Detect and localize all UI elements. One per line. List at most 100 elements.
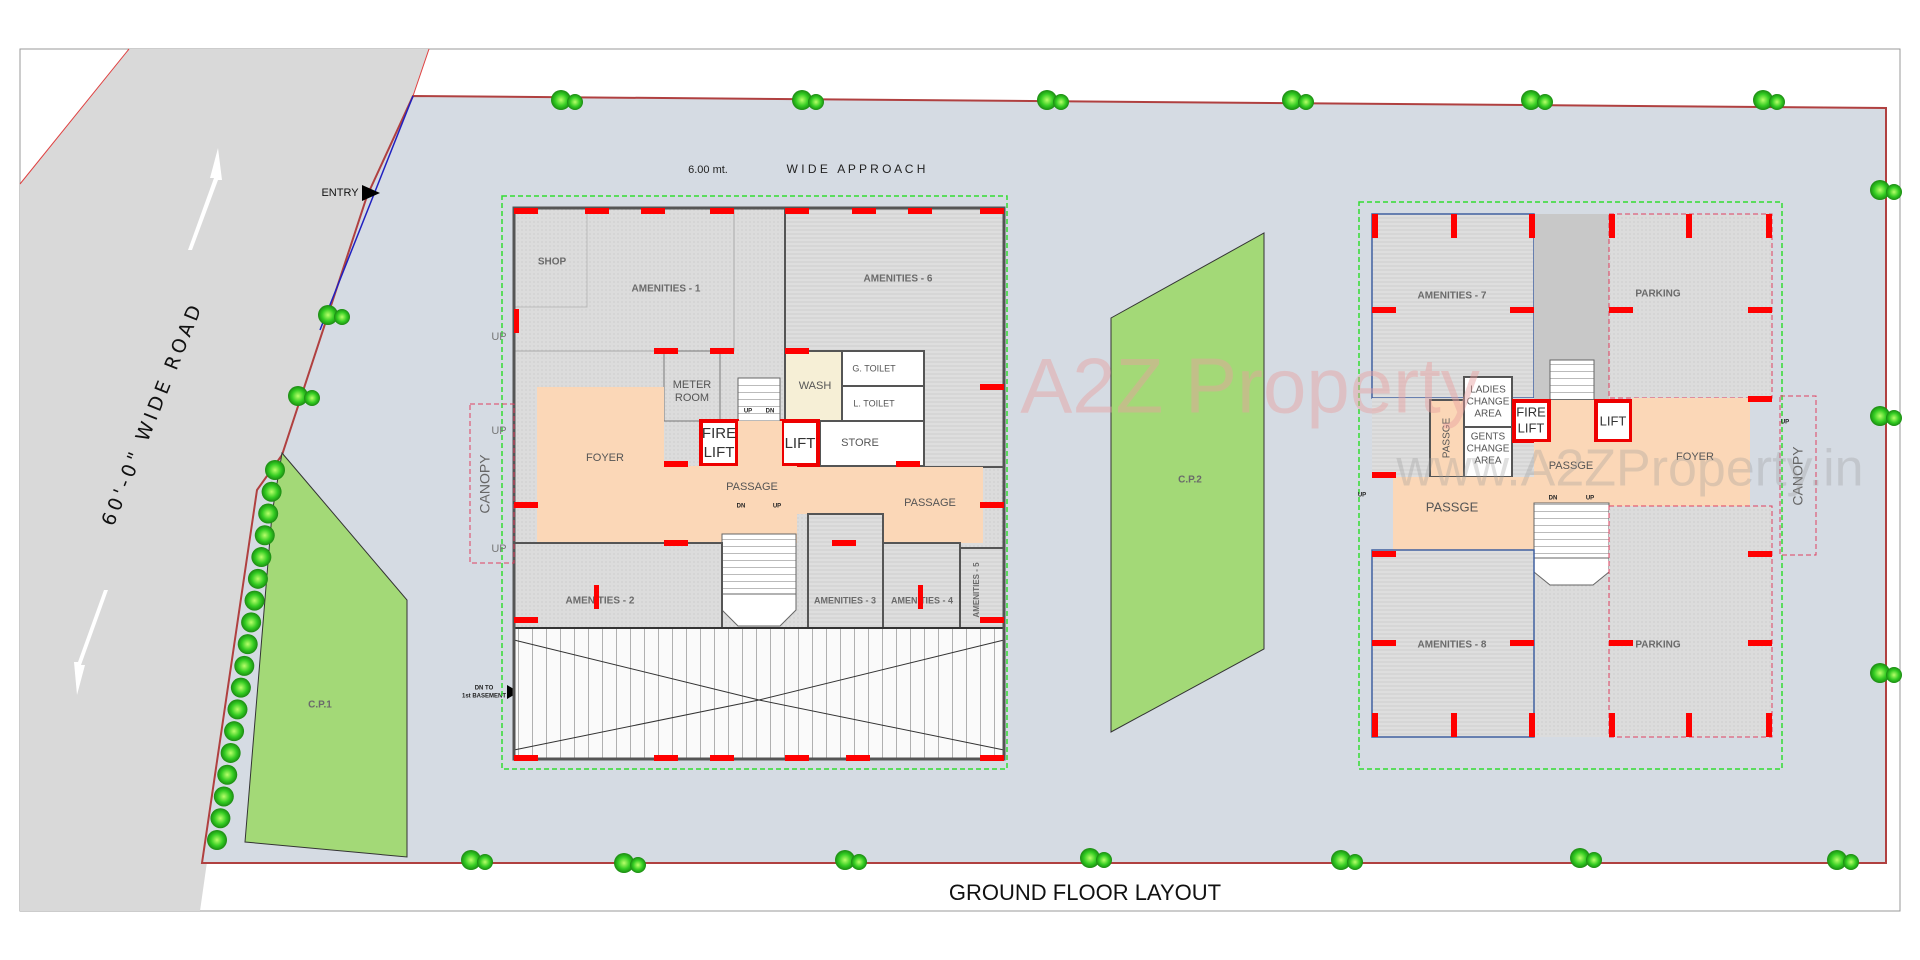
road-edge	[19, 48, 130, 185]
dn-label: DN	[1549, 496, 1558, 502]
tree-icon	[835, 850, 855, 870]
ramp-to-basement[interactable]	[513, 627, 1005, 760]
tree-icon	[851, 854, 867, 870]
tree-icon	[318, 305, 338, 325]
column	[896, 461, 920, 467]
hedge-icon	[220, 742, 241, 763]
lift-label: LIFT	[785, 435, 816, 452]
amenities-8-label: AMENITIES - 8	[1418, 640, 1487, 651]
column	[1510, 307, 1534, 313]
parking-1-label: PARKING	[1635, 289, 1681, 300]
canopy-right	[1779, 395, 1817, 556]
column	[514, 502, 538, 508]
entry-label: ENTRY	[321, 187, 359, 199]
hedge-icon	[237, 634, 258, 655]
tree-icon	[567, 94, 583, 110]
column	[1766, 214, 1772, 238]
tree-icon	[614, 853, 634, 873]
column	[654, 755, 678, 761]
column	[908, 208, 932, 214]
column	[1510, 640, 1534, 646]
stair-top-right	[1549, 359, 1595, 401]
column	[1748, 307, 1772, 313]
canopy-left	[469, 403, 515, 564]
hedge-icon	[244, 590, 265, 611]
fire-lift-right-label-1: FIRE	[1516, 404, 1546, 419]
tree-icon	[1586, 852, 1602, 868]
stair-bottom-right	[1533, 502, 1610, 559]
dn-label: DN	[737, 504, 746, 510]
lift-right-label: LIFT	[1600, 413, 1627, 428]
hedge-icon	[207, 830, 227, 850]
tree-icon	[1870, 180, 1890, 200]
car-park-1	[244, 451, 408, 858]
column	[1609, 713, 1615, 737]
car-park-1-label: C.P.1	[308, 700, 332, 711]
hedge-icon	[247, 568, 268, 589]
wash-label: WASH	[799, 380, 832, 392]
hedge-icon	[258, 503, 279, 524]
room-store	[819, 420, 925, 467]
column	[585, 208, 609, 214]
road-edge	[412, 48, 430, 97]
passge-center-label: PASSGE	[1549, 460, 1593, 472]
tree-icon	[1870, 406, 1890, 426]
hedge-icon	[224, 721, 245, 742]
approach-label: W I D E A P P R O A C H	[787, 162, 926, 176]
hedge-icon	[217, 764, 238, 785]
block-right: AMENITIES - 7 PARKING PASSGE LADIES CHAN…	[1358, 201, 1817, 770]
amenities-7-label: AMENITIES - 7	[1418, 291, 1487, 302]
passge-vertical	[1429, 399, 1465, 478]
column	[980, 502, 1004, 508]
column	[785, 348, 809, 354]
column	[710, 348, 734, 354]
passage-1-label: PASSAGE	[726, 481, 778, 493]
up-label: UP	[773, 504, 781, 510]
shop-label: SHOP	[538, 257, 567, 268]
hedge-icon	[213, 786, 234, 807]
tree-icon	[1886, 184, 1902, 200]
car-park-2	[1110, 232, 1265, 733]
column	[1686, 713, 1692, 737]
stair-bottom	[721, 533, 797, 595]
column	[852, 208, 876, 214]
tree-icon	[461, 850, 481, 870]
up-label: UP	[744, 409, 752, 415]
canopy-right-label: CANOPY	[1790, 446, 1806, 506]
column	[785, 755, 809, 761]
column	[832, 540, 856, 546]
column	[846, 755, 870, 761]
column	[514, 617, 538, 623]
gents-change-area	[1463, 426, 1513, 478]
hedge-icon	[251, 547, 272, 568]
fire-lift-right-label-2: LIFT	[1518, 420, 1545, 435]
structural-columns	[514, 208, 1772, 761]
dn-label: DN	[766, 409, 775, 415]
car-park-2-label: C.P.2	[1178, 475, 1202, 486]
column	[785, 208, 809, 214]
column	[1766, 713, 1772, 737]
passage-2	[797, 467, 983, 514]
fire-lift	[699, 419, 739, 467]
tree-icon	[1347, 854, 1363, 870]
meter-room-label-2: ROOM	[675, 392, 709, 404]
tree-icon	[808, 94, 824, 110]
column	[1609, 214, 1615, 238]
column	[1529, 713, 1535, 737]
column	[1372, 214, 1378, 238]
tree-icon	[1521, 90, 1541, 110]
hedge-icon	[241, 612, 262, 633]
column	[1529, 214, 1535, 238]
amenities-3-label: AMENITIES - 3	[814, 595, 876, 605]
column	[980, 384, 1004, 390]
road	[20, 49, 429, 911]
column	[1748, 640, 1772, 646]
column	[1372, 713, 1378, 737]
fire-lift-label-2: LIFT	[704, 444, 735, 461]
column	[980, 755, 1004, 761]
passage-1	[664, 466, 797, 543]
column	[654, 348, 678, 354]
canopy-left-label: CANOPY	[477, 454, 493, 514]
ladies-label-2: CHANGE	[1467, 397, 1510, 408]
